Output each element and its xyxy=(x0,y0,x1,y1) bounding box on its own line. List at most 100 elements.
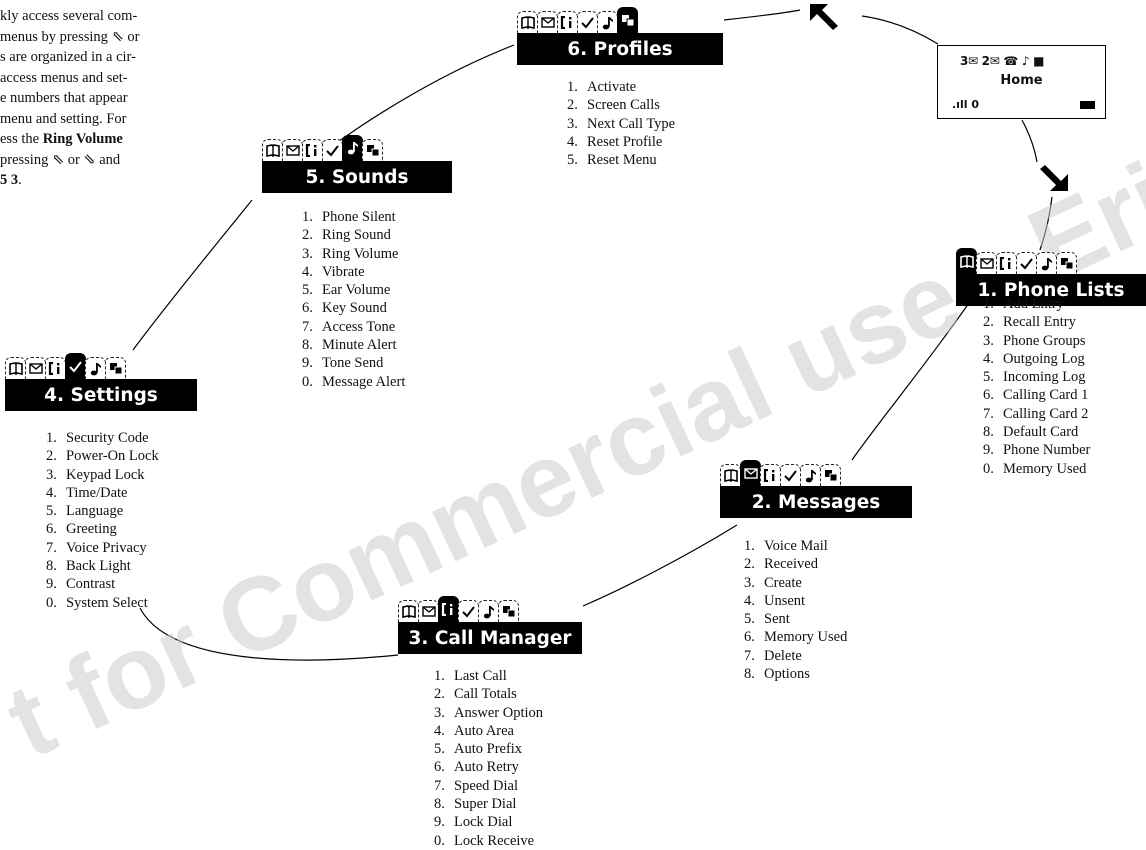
menu-item: 3.Phone Groups xyxy=(983,332,1090,350)
menu-title: 2. Messages xyxy=(720,486,912,518)
connector-profiles-to-navkey xyxy=(723,9,801,21)
menu-item-number: 1. xyxy=(567,79,578,95)
menu-item-label: Unsent xyxy=(764,592,806,609)
menu-item: 7.Access Tone xyxy=(302,318,405,336)
intro-line: menus by pressing ⇖ or xyxy=(0,28,140,45)
menu-header-profiles: 6. Profiles xyxy=(517,7,723,65)
profiles-icon xyxy=(362,139,383,161)
envelope-icon xyxy=(25,357,46,379)
menu-item-label: Keypad Lock xyxy=(66,466,145,483)
menu-item-label: Ring Volume xyxy=(322,245,399,262)
menu-item-number: 2. xyxy=(567,97,578,114)
envelope-icon xyxy=(282,139,303,161)
menu-item-label: Contrast xyxy=(66,576,116,593)
menu-item-number: 3. xyxy=(744,574,755,591)
intro-line: e numbers that appear xyxy=(0,90,128,106)
menu-item: 2.Recall Entry xyxy=(983,313,1090,331)
down-right-arrow-icon xyxy=(1040,165,1068,191)
connector-navkey-to-display xyxy=(861,15,939,45)
intro-line: access menus and set- xyxy=(0,69,128,86)
menu-item-number: 0. xyxy=(983,460,994,477)
menu-item: 2.Call Totals xyxy=(434,685,543,703)
checkmark-icon xyxy=(780,464,801,486)
envelope-icon xyxy=(976,252,997,274)
menu-title: 1. Phone Lists xyxy=(956,274,1146,306)
menu-item: 2.Received xyxy=(744,555,847,573)
menu-item-label: Calling Card 2 xyxy=(1003,405,1089,422)
menu-item-label: Phone Silent xyxy=(322,209,396,225)
connector-phonelists-to-messages xyxy=(851,282,984,461)
menu-header-settings: 4. Settings xyxy=(5,353,197,411)
menu-title: 5. Sounds xyxy=(262,161,452,193)
menu-item-number: 8. xyxy=(983,424,994,441)
display-status-row: 3✉ 2✉ ☎ ♪ ■ xyxy=(960,54,1045,68)
menu-item: 2.Power-On Lock xyxy=(46,447,159,465)
menu-item-label: Voice Privacy xyxy=(66,539,147,556)
call-info-icon xyxy=(557,11,578,33)
menu-item-number: 1. xyxy=(46,430,57,446)
menu-item-number: 7. xyxy=(434,777,445,794)
menu-item-label: Auto Prefix xyxy=(454,741,523,758)
menu-item-label: Activate xyxy=(587,79,637,95)
icon-strip xyxy=(720,460,912,486)
menu-item-label: Greeting xyxy=(66,521,117,538)
menu-item: 1.Security Code xyxy=(46,429,159,447)
menu-item-number: 7. xyxy=(744,647,755,664)
menu-item: 6.Memory Used xyxy=(744,628,847,646)
menu-item-number: 1. xyxy=(983,296,994,312)
menu-item-number: 7. xyxy=(983,405,994,422)
menu-item-label: Vibrate xyxy=(322,263,365,280)
profiles-icon xyxy=(498,600,519,622)
intro-paragraph: kly access several com- menus by pressin… xyxy=(0,6,230,191)
menu-item: 5.Ear Volume xyxy=(302,281,405,299)
menu-item-label: Time/Date xyxy=(66,484,128,501)
up-left-arrow-icon: ⇖ xyxy=(111,28,124,45)
menu-item-number: 9. xyxy=(302,355,313,372)
menu-item: 5.Auto Prefix xyxy=(434,740,543,758)
music-note-icon xyxy=(800,464,821,486)
menu-item-label: Power-On Lock xyxy=(66,448,159,465)
music-note-icon xyxy=(85,357,106,379)
menu-item: 1. Activate xyxy=(567,78,675,96)
menu-item: 0.Message Alert xyxy=(302,373,405,391)
menu-item-number: 6. xyxy=(302,300,313,317)
icon-strip xyxy=(398,596,582,622)
menu-item-label: Default Card xyxy=(1003,424,1079,441)
menu-item: 6.Auto Retry xyxy=(434,758,543,776)
menu-item-number: 3. xyxy=(567,115,578,132)
menu-item-label: Speed Dial xyxy=(454,777,519,794)
down-right-arrow-icon: ⇘ xyxy=(83,151,96,168)
menu-item: 1. Phone Silent xyxy=(302,208,405,226)
intro-line: pressing ⇖ or ⇘ and xyxy=(0,151,121,168)
menu-item: 0.System Select xyxy=(46,594,159,612)
music-note-icon xyxy=(478,600,499,622)
profiles-icon xyxy=(1056,252,1077,274)
menu-item-label: Screen Calls xyxy=(587,97,660,114)
menu-item-label: Tone Send xyxy=(322,355,384,372)
menu-item-number: 4. xyxy=(983,350,994,367)
menu-item-label: Call Totals xyxy=(454,686,517,703)
menu-item-number: 1. xyxy=(302,209,313,225)
connector-downkey-to-phonelists xyxy=(1039,196,1053,251)
checkmark-icon xyxy=(322,139,343,161)
menu-item-number: 8. xyxy=(434,796,445,813)
menu-item: 3. Ring Volume xyxy=(302,245,405,263)
profiles-icon xyxy=(105,357,126,379)
menu-item: 1.Voice Mail xyxy=(744,537,847,555)
menu-item-number: 5. xyxy=(302,282,313,299)
up-left-arrow-icon xyxy=(810,4,838,30)
menu-item: 2. Screen Calls xyxy=(567,96,675,114)
music-note-icon xyxy=(1036,252,1057,274)
menu-item-number: 0. xyxy=(434,832,445,849)
call-info-icon xyxy=(45,357,66,379)
connector-callmanager-to-settings xyxy=(139,607,399,661)
menu-item-number: 6. xyxy=(46,521,57,538)
menu-item-number: 4. xyxy=(302,263,313,280)
intro-line: s are organized in a cir- xyxy=(0,49,136,65)
envelope-icon xyxy=(418,600,439,622)
menu-item-number: 3. xyxy=(302,245,313,262)
menu-item-label: Message Alert xyxy=(322,373,406,390)
